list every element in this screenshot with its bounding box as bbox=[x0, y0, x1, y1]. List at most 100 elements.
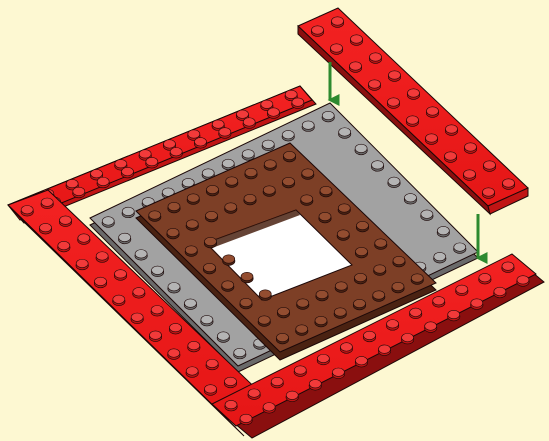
brown-stud bbox=[263, 186, 275, 194]
brown-stud bbox=[302, 169, 314, 177]
gray-stud bbox=[404, 194, 416, 202]
gray-stud bbox=[454, 243, 466, 251]
red-left-stud bbox=[96, 252, 108, 260]
red-lifted-stud bbox=[427, 107, 439, 115]
brown-stud bbox=[338, 204, 350, 212]
red-left-stud bbox=[150, 331, 162, 339]
brown-stud bbox=[301, 195, 313, 203]
red-back-stud bbox=[91, 169, 103, 177]
gray-stud bbox=[202, 169, 214, 177]
gray-stud bbox=[184, 299, 196, 307]
brown-stud bbox=[315, 316, 327, 324]
gray-stud bbox=[122, 207, 134, 215]
gray-stud bbox=[222, 159, 234, 167]
red-lifted-stud bbox=[370, 53, 382, 61]
brown-stud bbox=[296, 325, 308, 333]
red-lifted-stud bbox=[351, 35, 363, 43]
red-right-stud bbox=[448, 310, 460, 318]
red-lifted-stud bbox=[483, 188, 495, 196]
red-left-stud bbox=[131, 313, 143, 321]
red-back-stud bbox=[170, 148, 182, 156]
gray-stud bbox=[355, 144, 367, 152]
red-lifted-stud bbox=[388, 98, 400, 106]
red-lifted-stud bbox=[464, 170, 476, 178]
red-lifted-stud bbox=[503, 179, 515, 187]
red-right-stud bbox=[240, 414, 252, 422]
brown-stud bbox=[244, 194, 256, 202]
brown-stud bbox=[168, 202, 180, 210]
brown-stud bbox=[393, 256, 405, 264]
gray-stud bbox=[437, 226, 449, 234]
brown-stud bbox=[319, 212, 331, 220]
brown-stud bbox=[205, 237, 217, 245]
brown-stud bbox=[264, 160, 276, 168]
brown-stud bbox=[392, 282, 404, 290]
brown-stud bbox=[284, 151, 296, 159]
red-right-stud bbox=[317, 354, 329, 362]
red-back-stud bbox=[115, 160, 127, 168]
red-left-stud bbox=[205, 385, 217, 393]
red-right-stud bbox=[355, 356, 367, 364]
red-left-stud bbox=[186, 367, 198, 375]
red-right-stud bbox=[387, 320, 399, 328]
red-back-stud bbox=[73, 187, 85, 195]
red-right-stud bbox=[471, 299, 483, 307]
brown-stud bbox=[259, 290, 271, 298]
brown-stud bbox=[297, 299, 309, 307]
red-left-stud bbox=[168, 349, 180, 357]
red-right-stud bbox=[410, 308, 422, 316]
red-back-stud bbox=[285, 90, 297, 98]
red-lifted-stud bbox=[446, 125, 458, 133]
red-left-stud bbox=[60, 216, 72, 224]
gray-stud bbox=[282, 130, 294, 138]
gray-stud bbox=[234, 348, 246, 356]
red-lifted-stud bbox=[312, 26, 324, 34]
red-left-stud bbox=[115, 270, 127, 278]
brown-stud bbox=[225, 203, 237, 211]
gray-stud bbox=[302, 121, 314, 129]
red-left-stud bbox=[151, 306, 163, 314]
brown-stud bbox=[149, 211, 161, 219]
red-right-stud bbox=[286, 391, 298, 399]
gray-stud bbox=[119, 233, 131, 241]
red-lifted-stud bbox=[408, 89, 420, 97]
brown-stud bbox=[187, 194, 199, 202]
brown-stud bbox=[355, 273, 367, 281]
red-left-stud bbox=[188, 341, 200, 349]
red-right-stud bbox=[402, 333, 414, 341]
red-lifted-stud bbox=[484, 161, 496, 169]
red-back-stud bbox=[261, 100, 273, 108]
gray-stud bbox=[201, 315, 213, 323]
brown-stud bbox=[277, 333, 289, 341]
red-back-stud bbox=[237, 110, 249, 118]
red-back-stud bbox=[195, 138, 207, 146]
gray-stud bbox=[421, 210, 433, 218]
red-left-stud bbox=[170, 323, 182, 331]
red-right-stud bbox=[425, 322, 437, 330]
brown-stud bbox=[335, 282, 347, 290]
brown-stud bbox=[207, 185, 219, 193]
red-left-stud bbox=[95, 277, 107, 285]
red-left-stud bbox=[113, 295, 125, 303]
red-right-stud bbox=[517, 276, 529, 284]
red-left-stud bbox=[21, 206, 33, 214]
gray-stud bbox=[388, 177, 400, 185]
red-back-stud bbox=[164, 140, 176, 148]
brown-stud bbox=[374, 265, 386, 273]
red-right-stud bbox=[479, 273, 491, 281]
brown-stud bbox=[373, 291, 385, 299]
brown-stud bbox=[223, 255, 235, 263]
red-back-stud bbox=[139, 150, 151, 158]
brown-stud bbox=[278, 307, 290, 315]
red-right-stud bbox=[340, 343, 352, 351]
red-back-stud bbox=[243, 118, 255, 126]
red-right-stud bbox=[332, 368, 344, 376]
brown-stud bbox=[316, 290, 328, 298]
gray-stud bbox=[372, 161, 384, 169]
brown-stud bbox=[185, 246, 197, 254]
brown-stud bbox=[356, 247, 368, 255]
red-back-stud bbox=[188, 130, 200, 138]
brown-stud bbox=[283, 177, 295, 185]
red-left-stud bbox=[206, 359, 218, 367]
